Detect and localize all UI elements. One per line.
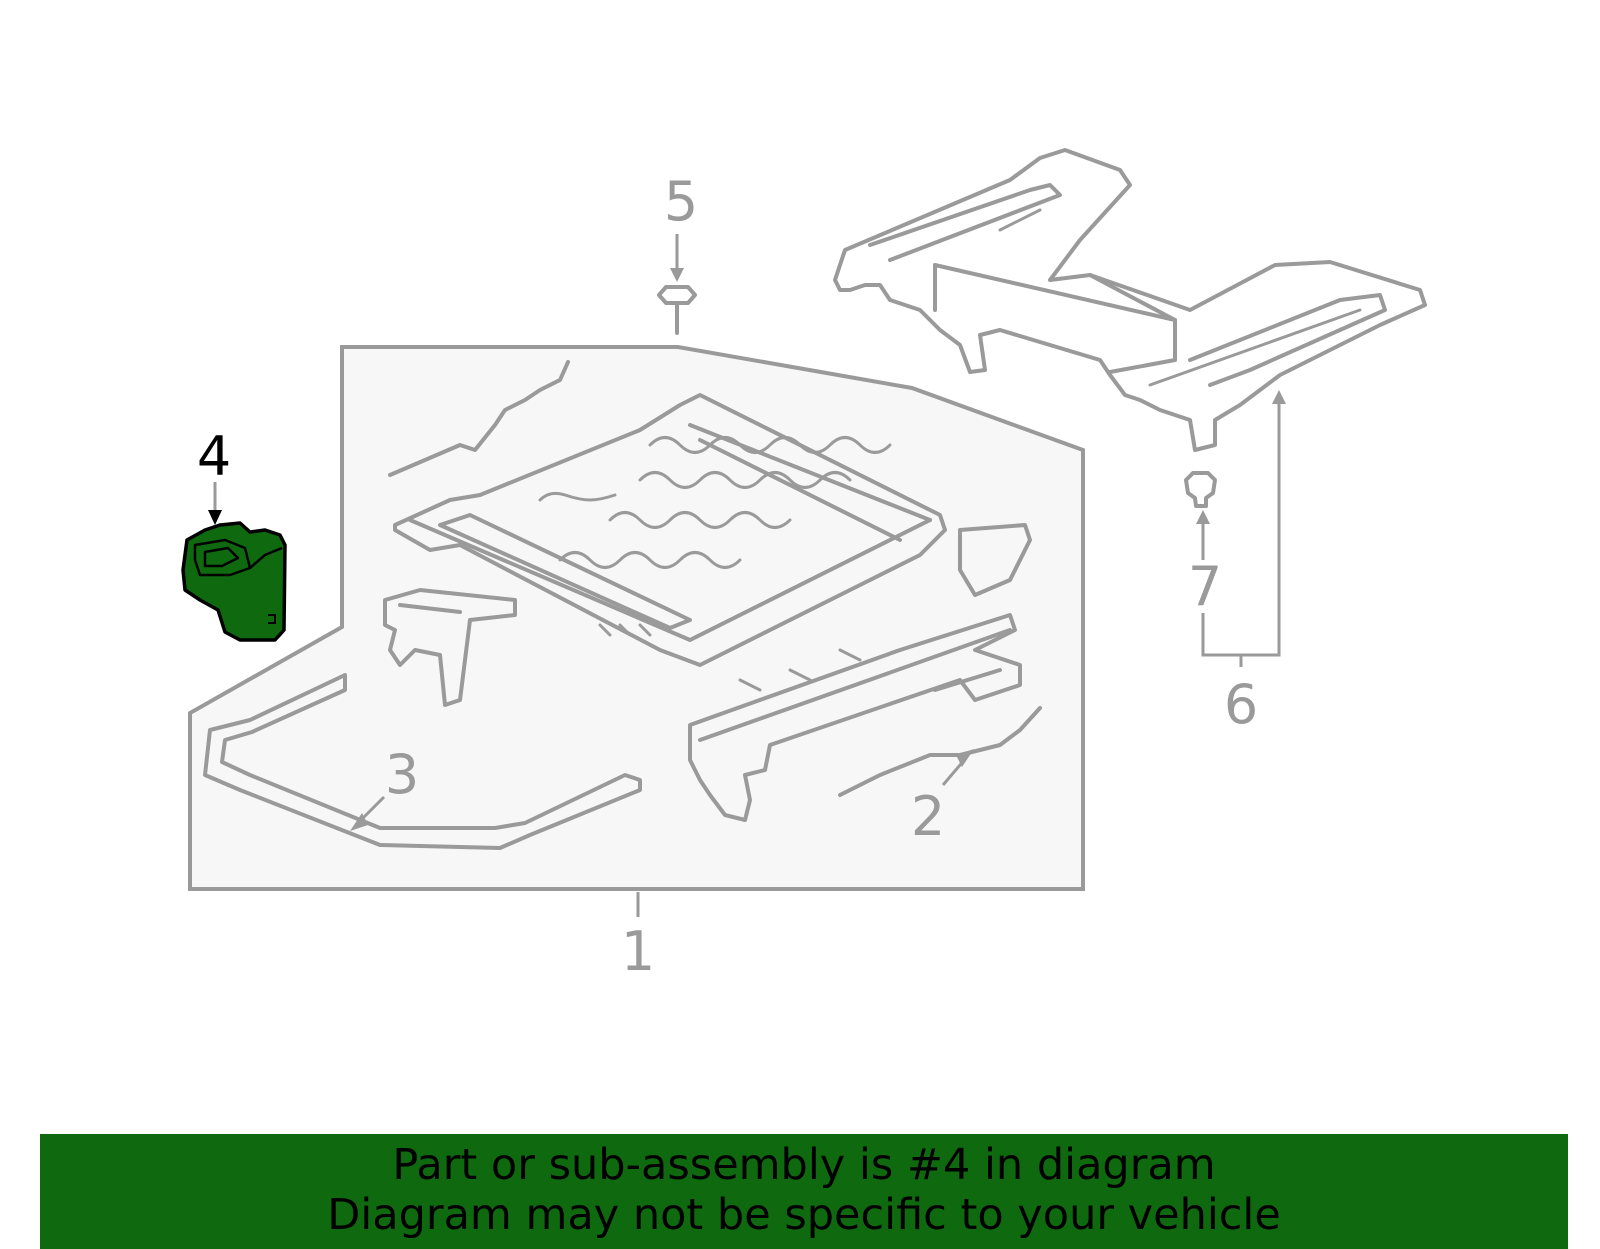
upper-cable (388, 360, 570, 477)
leader-lines (208, 234, 1286, 917)
cover-part-6 (833, 148, 1427, 452)
cable-part-2 (838, 706, 1042, 797)
banner-line-1: Part or sub-assembly is #4 in diagram (392, 1140, 1216, 1190)
info-banner: Part or sub-assembly is #4 in diagram Di… (40, 1134, 1568, 1249)
banner-line-2: Diagram may not be specific to your vehi… (327, 1190, 1281, 1240)
callout-3: 3 (385, 743, 419, 806)
clip-part-7 (1184, 471, 1217, 508)
wire-part-3 (203, 673, 642, 850)
callout-2: 2 (911, 785, 945, 848)
callout-4: 4 (197, 425, 231, 488)
callout-5: 5 (664, 170, 698, 233)
highlighted-part-4 (181, 521, 287, 642)
bolt-part-5 (657, 285, 697, 335)
callout-7: 7 (1188, 555, 1222, 618)
callout-6: 6 (1224, 673, 1258, 736)
callout-1: 1 (621, 920, 655, 983)
seat-frame-drawing (383, 393, 1032, 822)
